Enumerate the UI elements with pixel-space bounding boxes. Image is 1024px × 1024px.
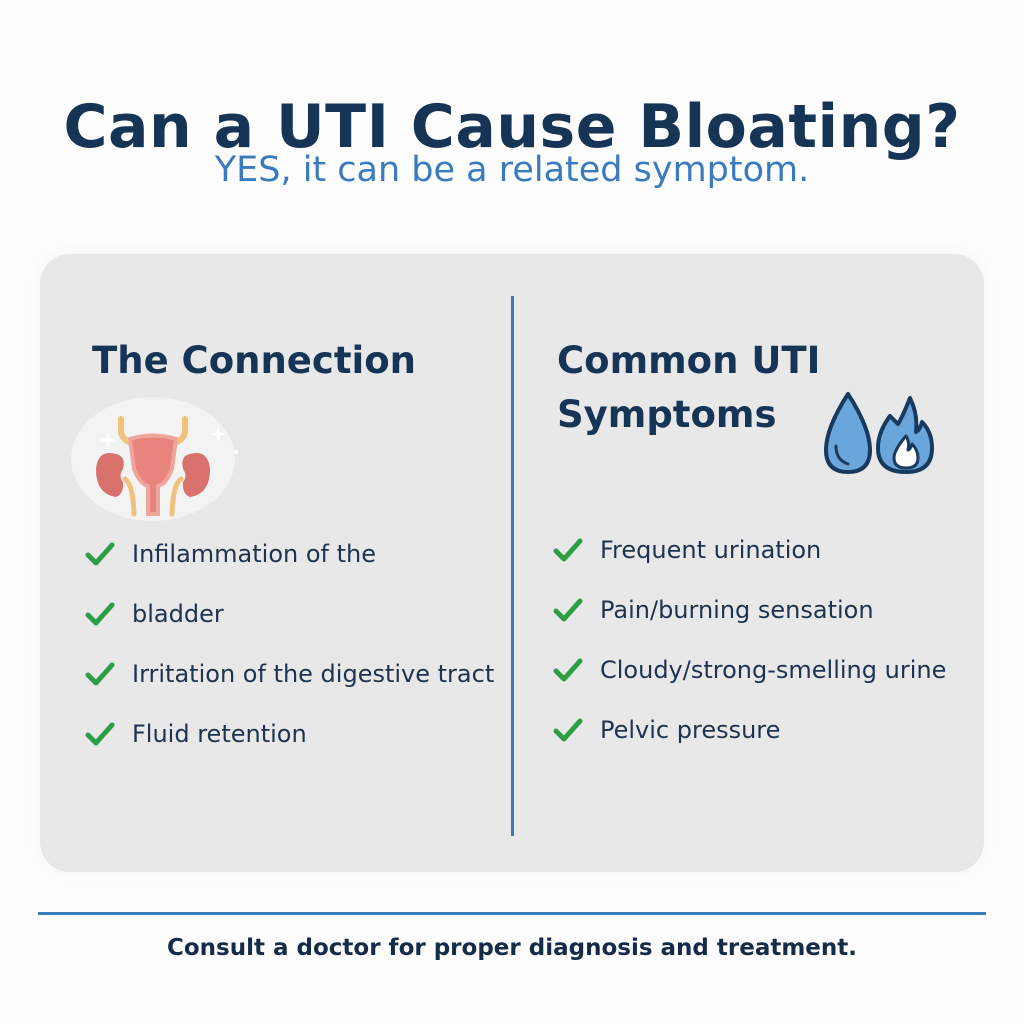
list-item-label: Pelvic pressure [600, 716, 781, 744]
list-item-label: Irritation of the digestive tract [132, 660, 495, 688]
flame-icon [876, 396, 934, 474]
column-divider [511, 296, 514, 836]
symptom-icons [824, 392, 934, 474]
symptoms-title-line1: Common UTI [557, 339, 821, 382]
list-item: Irritation of the digestive tract [85, 644, 494, 704]
urinary-system-icon [71, 397, 238, 521]
page-title: Can a UTI Cause Bloating? [63, 92, 961, 163]
symptoms-title: Common UTI Symptoms [557, 334, 820, 442]
footer-divider [38, 912, 986, 915]
info-card: The Connection Infilammation of the blad… [40, 254, 984, 872]
list-item-label: Pain/burning sensation [600, 596, 874, 624]
checkmark-icon [553, 658, 583, 682]
list-item: Pelvic pressure [553, 700, 946, 760]
checkmark-icon [85, 602, 115, 626]
water-drop-icon [824, 392, 872, 474]
connection-list: Infilammation of the bladder Irritation … [85, 524, 494, 764]
list-item: Frequent urination [553, 520, 946, 580]
list-item: Infilammation of the [85, 524, 494, 584]
page-subtitle: YES, it can be a related symptom. [214, 150, 810, 190]
list-item: Fluid retention [85, 704, 494, 764]
checkmark-icon [85, 722, 115, 746]
checkmark-icon [553, 718, 583, 742]
checkmark-icon [553, 538, 583, 562]
list-item-label: Cloudy/strong-smelling urine [600, 656, 947, 684]
list-item-label: Frequent urination [600, 536, 822, 564]
list-item: Pain/burning sensation [553, 580, 946, 640]
checkmark-icon [553, 598, 583, 622]
symptoms-list: Frequent urination Pain/burning sensatio… [553, 520, 946, 760]
list-item: bladder [85, 584, 494, 644]
footer-note: Consult a doctor for proper diagnosis an… [166, 935, 858, 961]
list-item-label: bladder [132, 600, 224, 628]
checkmark-icon [85, 662, 115, 686]
connection-title: The Connection [92, 339, 416, 382]
list-item-label: Infilammation of the [132, 540, 376, 568]
checkmark-icon [85, 542, 115, 566]
symptoms-title-line2: Symptoms [557, 393, 777, 436]
list-item-label: Fluid retention [132, 720, 307, 748]
list-item: Cloudy/strong-smelling urine [553, 640, 946, 700]
